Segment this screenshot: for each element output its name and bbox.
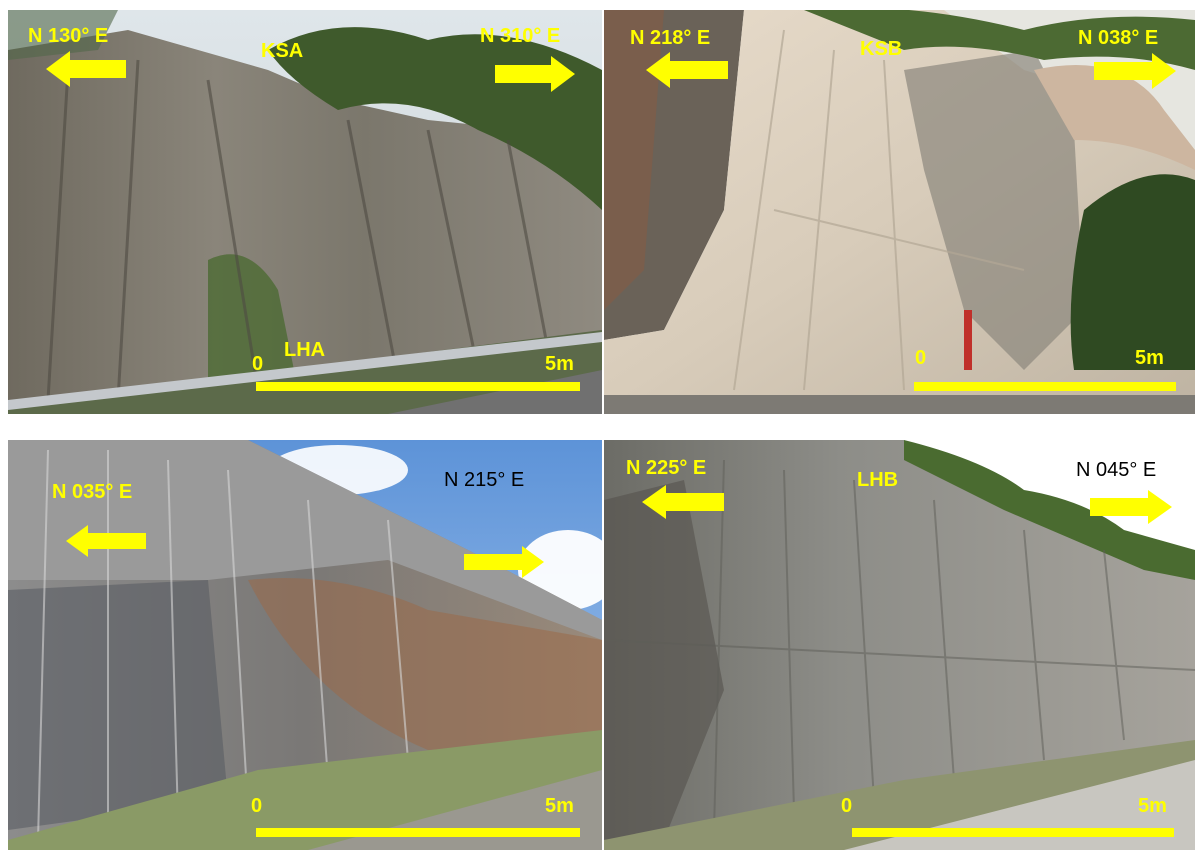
arrow-right-icon (1090, 490, 1172, 524)
rock-outcrop-photo (604, 10, 1195, 414)
scale-end-label: 5m (1138, 795, 1167, 817)
scale-end-label: 5m (1135, 347, 1164, 369)
scale-bar (256, 382, 580, 391)
photo-panel-bottom-left: N 035° E N 215° E 0 5m (8, 440, 602, 850)
direction-label-right: N 038° E (1078, 27, 1159, 49)
arrow-left-icon (642, 485, 724, 519)
site-label: LHB (857, 469, 899, 491)
direction-label-right: N 045° E (1076, 459, 1157, 481)
scale-start-label: 0 (251, 795, 263, 817)
arrow-right-icon (495, 56, 575, 92)
scale-bar (256, 828, 580, 837)
rock-outcrop-photo (8, 440, 602, 850)
arrow-right-icon (464, 546, 544, 578)
arrow-right-icon (1094, 53, 1176, 89)
site-label: KSB (860, 38, 903, 60)
scale-start-label: 0 (841, 795, 853, 817)
arrow-left-icon (46, 51, 126, 87)
arrow-left-icon (646, 52, 728, 88)
direction-label-right: N 215° E (444, 469, 525, 491)
scale-end-label: 5m (545, 795, 574, 817)
direction-label-left: N 130° E (28, 25, 109, 47)
direction-label-left: N 225° E (626, 457, 707, 479)
arrow-left-icon (66, 525, 146, 557)
scale-start-label: 0 (252, 353, 264, 375)
direction-label-right: N 310° E (480, 25, 561, 47)
photo-panel-top-left: N 130° E KSA N 310° E LHA 0 5m (8, 10, 602, 414)
photo-panel-top-right: N 218° E KSB N 038° E 0 5m (604, 10, 1195, 414)
scale-bar (852, 828, 1174, 837)
direction-label-left: N 035° E (52, 481, 133, 503)
photo-panel-bottom-right: N 225° E LHB N 045° E 0 5m (604, 440, 1195, 850)
scale-start-label: 0 (915, 347, 927, 369)
station-label: LHA (284, 339, 326, 361)
scale-bar (914, 382, 1176, 391)
direction-label-left: N 218° E (630, 27, 711, 49)
site-label: KSA (261, 40, 304, 62)
scale-end-label: 5m (545, 353, 574, 375)
